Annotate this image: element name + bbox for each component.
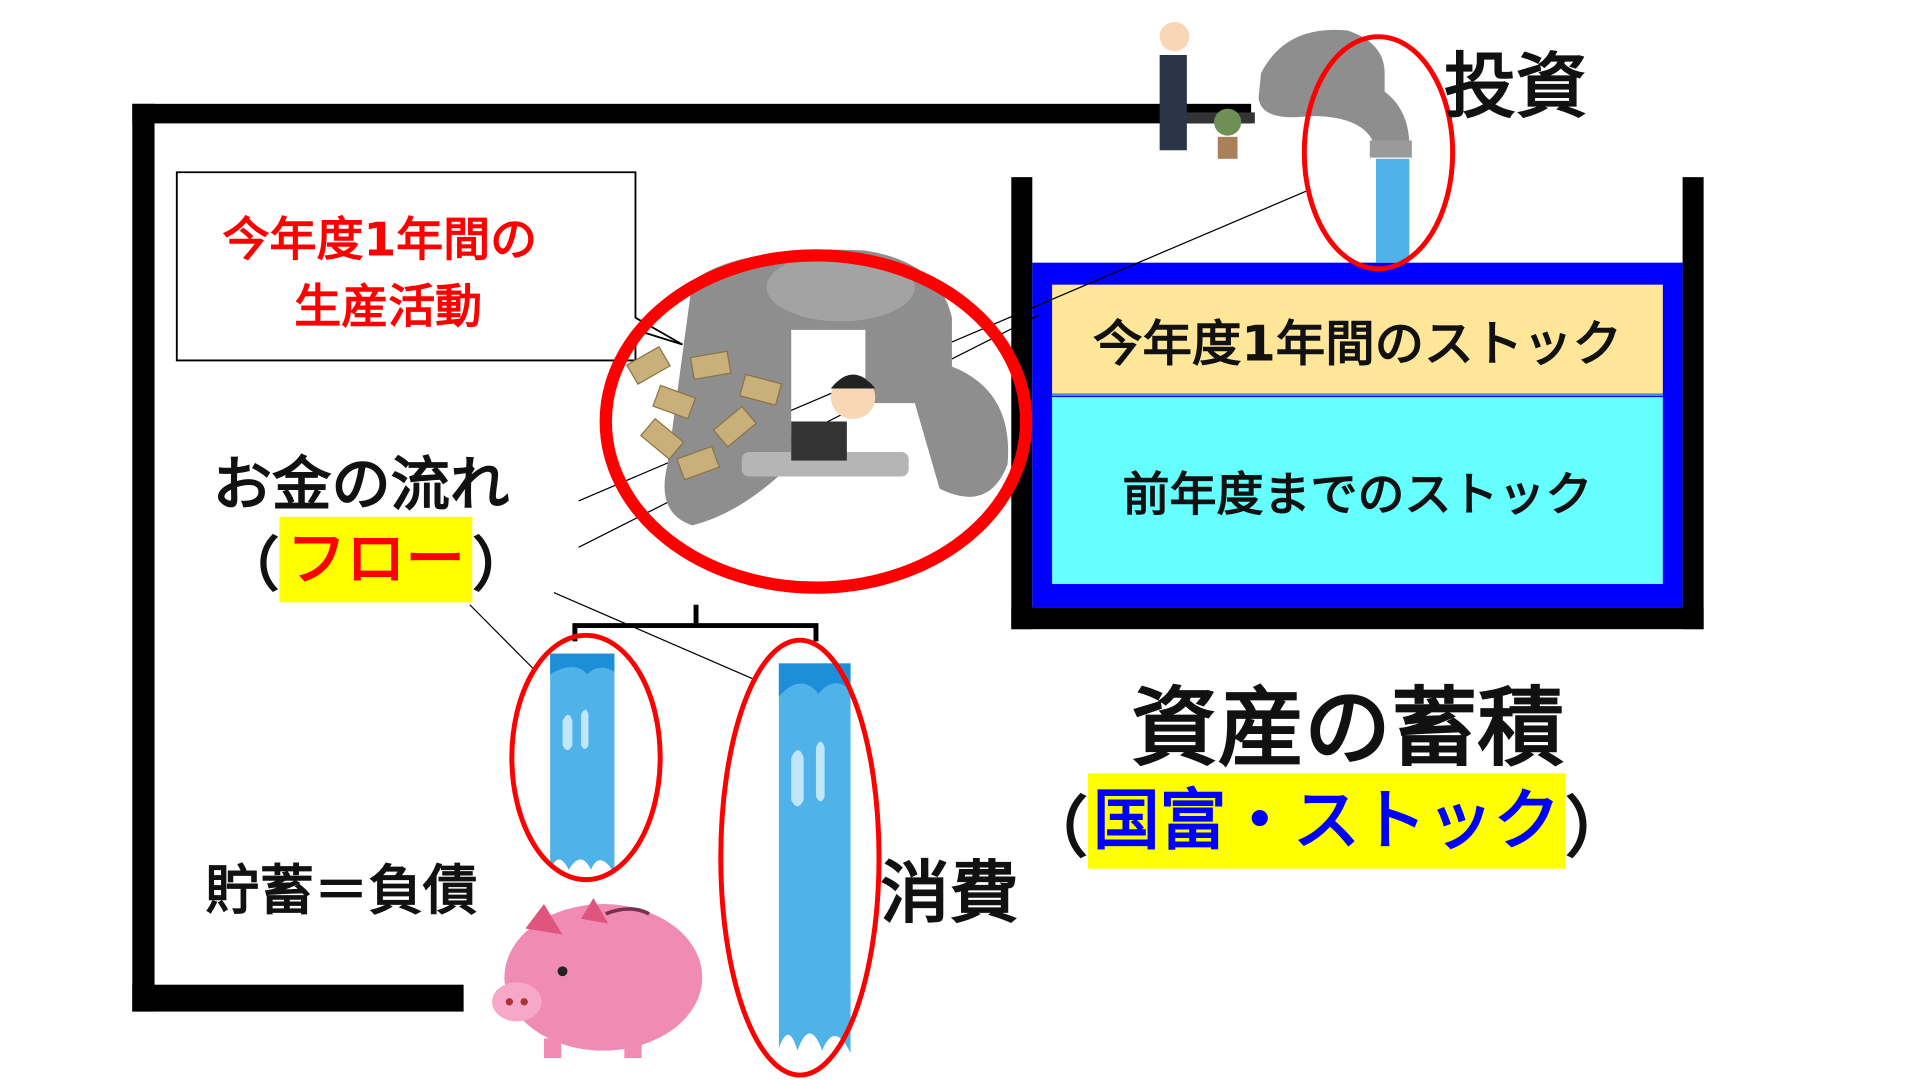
callout-box [175, 171, 683, 362]
flow-paren-close: ） [472, 531, 532, 600]
pointer-line [553, 591, 757, 682]
consumption-stream [778, 663, 851, 1054]
frame-bottom [132, 984, 464, 1012]
wealth-term: 国富・ストック [1087, 773, 1566, 869]
tank-bottom [1011, 607, 1704, 630]
wealth-paren-open: （ [1021, 788, 1088, 866]
frame-top [132, 103, 1252, 124]
investment-tap-illustration [1159, 21, 1412, 263]
callout-line-1: 今年度1年間の [222, 212, 538, 267]
tank-right-wall [1682, 177, 1704, 630]
savings-highlight-ellipse [509, 632, 663, 883]
wealth-paren-close: ） [1565, 788, 1632, 866]
current-year-stock-layer: 今年度1年間のストック [1052, 284, 1663, 396]
current-year-stock-label: 今年度1年間のストック [1092, 315, 1622, 373]
consumption-label: 消費 [880, 853, 1019, 934]
consumption-highlight-ellipse [718, 637, 882, 1078]
callout-line-2: 生産活動 [294, 279, 483, 334]
previous-stock-layer: 前年度までのストック [1052, 397, 1663, 584]
frame-left [132, 103, 155, 1012]
pointer-line [469, 604, 535, 670]
factory-faucet-illustration [625, 249, 1009, 526]
savings-stream [550, 653, 615, 874]
savings-label: 貯蓄＝負債 [205, 860, 478, 923]
flow-term-row: （ フロー ） [220, 516, 532, 603]
national-wealth-row: （ 国富・ストック ） [1021, 773, 1632, 869]
flow-paren-open: （ [220, 531, 280, 600]
investment-label: 投資 [1443, 45, 1588, 129]
investment-highlight-ellipse [1301, 34, 1456, 272]
money-flow-label: お金の流れ [212, 450, 510, 520]
previous-stock-label: 前年度までのストック [1122, 467, 1593, 522]
production-highlight-ellipse [599, 249, 1033, 594]
flow-split-bracket [572, 604, 819, 642]
piggy-bank-illustration [492, 897, 703, 1058]
flow-term: フロー [279, 516, 473, 603]
asset-accumulation-label: 資産の蓄積 [1131, 678, 1564, 779]
